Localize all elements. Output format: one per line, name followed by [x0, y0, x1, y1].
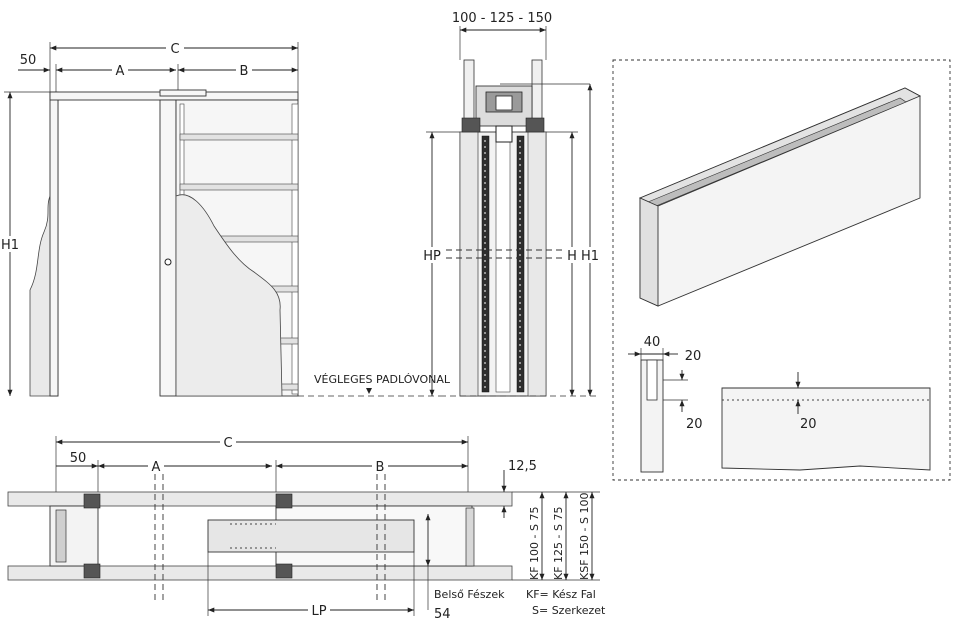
label-B-top: B: [240, 64, 249, 79]
floor-line-label: VÉGLEGES PADLÓVONAL: [314, 373, 451, 386]
label-C-bottom: C: [223, 436, 232, 451]
label-12-5: 12,5: [508, 459, 537, 474]
label-54: 54: [434, 607, 451, 622]
label-ksf150: KSF 150 - S 100: [578, 493, 591, 580]
label-H1-right: H1: [581, 249, 599, 264]
label-20-side: 20: [686, 417, 703, 432]
label-A-bottom: A: [152, 460, 161, 475]
label-kf125: KF 125 - S 75: [552, 507, 565, 580]
label-B-bottom: B: [376, 460, 385, 475]
plan-view: C A B 50 12: [7, 434, 606, 622]
label-H1-left: H1: [1, 238, 19, 253]
label-C-top: C: [170, 42, 179, 57]
label-50-bottom: 50: [70, 451, 87, 466]
label-20-front: 20: [800, 417, 817, 432]
label-LP: LP: [311, 604, 326, 619]
front-elevation: C A B 50 H1: [1, 40, 451, 397]
label-HP: HP: [423, 249, 441, 264]
track-detail-box: 40 20 20 20: [612, 59, 951, 481]
legend-s: S= Szerkezet: [532, 604, 606, 617]
label-20-top: 20: [685, 349, 702, 364]
label-kf100: KF 100 - S 75: [528, 507, 541, 580]
legend-kf: KF= Kész Fal: [526, 588, 596, 601]
label-pocket: Belső Fészek: [434, 588, 505, 601]
label-H: H: [567, 249, 577, 264]
label-A-top: A: [116, 64, 125, 79]
label-50-top: 50: [20, 53, 37, 68]
side-section: 100 - 125 - 150 HP H: [422, 11, 600, 397]
label-40: 40: [644, 335, 661, 350]
label-widths: 100 - 125 - 150: [452, 11, 552, 26]
